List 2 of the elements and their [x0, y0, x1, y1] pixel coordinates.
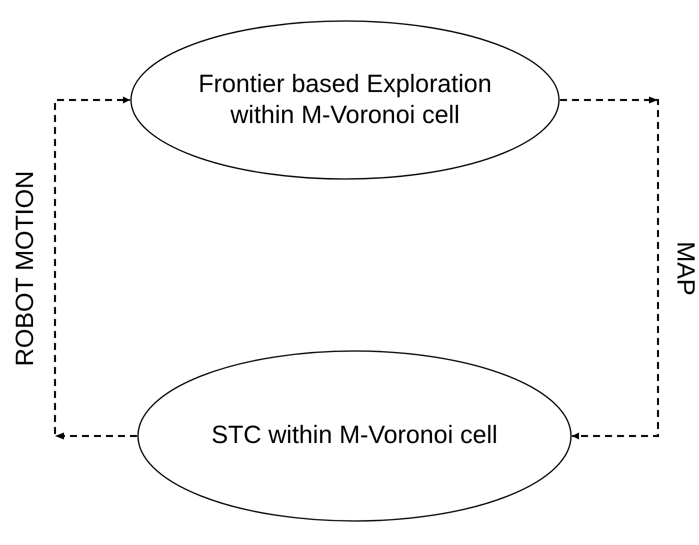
node-text: STC within M-Voronoi cell	[211, 420, 498, 452]
node-text: Frontier based Exploration within M-Voronoi cell	[197, 68, 493, 131]
